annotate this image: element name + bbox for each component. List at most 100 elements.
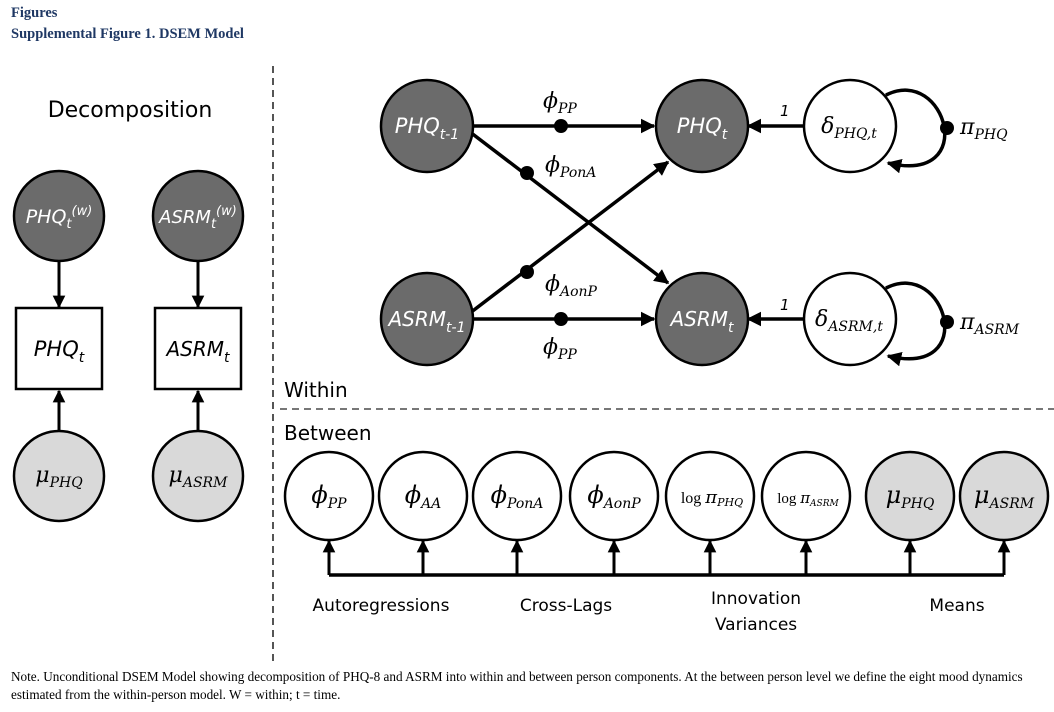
phi-pp-top-symbol: ϕ [543,89,558,114]
svg-text:μPHQ: μPHQ [35,463,83,491]
phq-t-label: PHQ [677,114,722,138]
between-sub: AonP [602,496,642,512]
delta-phq-node [802,78,898,174]
phq-within-sup: (w) [72,204,93,219]
between-log-prefix: log [777,491,800,507]
between-node [664,450,756,542]
phi-pona-symbol: ϕ [545,153,560,178]
phi-pp-top-sub: PP [557,101,577,117]
between-group-label: Variances [715,615,797,635]
svg-text:ASRMt(w): ASRMt(w) [158,204,237,232]
between-node-label: ϕAA [405,481,442,512]
asrm-lag-sub: t-1 [446,320,465,336]
phq-observed-box [14,306,104,391]
asrm-t-node [654,271,750,367]
svg-text:ϕPonA: ϕPonA [545,153,596,181]
phi-aonp-sub: AonP [558,284,598,300]
phi-pp-bottom-sub: PP [557,347,577,363]
svg-text:ASRMt: ASRMt [164,337,230,366]
phi-aonp-symbol: ϕ [545,272,560,297]
between-node-label: ϕPonA [491,481,544,512]
between-symbol: π [799,489,811,507]
between-node [283,450,375,542]
svg-text:PHQt(w): PHQt(w) [26,204,93,232]
between-node [864,450,956,542]
between-sub: PHQ [900,496,935,512]
between-node-label: μPHQ [886,481,935,512]
between-node-label: log πPHQ [681,487,743,509]
pi-asrm-sub: ASRM [972,322,1019,338]
between-node [760,450,852,542]
between-symbol: ϕ [311,481,327,509]
svg-text:δPHQ,t: δPHQ,t [821,114,877,142]
svg-text:ϕAonP: ϕAonP [545,272,598,300]
between-node-label: ϕPP [311,481,347,512]
between-group-label: Means [929,596,984,616]
svg-text:μASRM: μASRM [169,463,229,491]
delta-phq-symbol: δ [821,114,834,139]
between-node [958,450,1050,542]
asrm-observed-label: ASRM [164,337,224,361]
phq-within-sub: t [66,217,72,232]
between-connectors [322,539,1011,577]
svg-text:ASRMt: ASRMt [668,307,734,336]
asrm-within-sup: (w) [216,204,237,219]
loading-one-bottom: 1 [780,296,790,314]
svg-text:ASRMt-1: ASRMt-1 [387,307,466,336]
between-node-label: μASRM [974,481,1035,512]
between-symbol: π [704,487,718,508]
delta-asrm-symbol: δ [815,307,828,332]
param-dot-phi-aonp [520,265,534,279]
asrm-t-label: ASRM [668,307,728,331]
phq-observed-sub: t [79,350,85,366]
between-node-label: log πASRM [777,489,839,509]
between-node-label: ϕAonP [587,481,641,512]
phq-lag-sub: t-1 [440,127,459,143]
between-symbol: μ [974,481,990,509]
asrm-observed-box [153,306,243,391]
pi-asrm-symbol: π [959,310,975,335]
figure-title: Supplemental Figure 1. DSEM Model [11,26,244,42]
asrm-within-sub: t [211,217,217,232]
mu-phq-decomp-sub: PHQ [49,475,84,491]
figure-note: Note. Unconditional DSEM Model showing d… [11,669,1023,702]
phq-observed-label: PHQ [34,337,79,361]
between-symbol: ϕ [405,481,421,509]
svg-text:PHQt: PHQt [34,337,85,366]
mu-asrm-decomp-node [151,429,245,523]
between-symbol: μ [886,481,902,509]
delta-phq-sub: PHQ,t [833,126,877,142]
asrm-lag-node [379,271,475,367]
between-node [471,450,563,542]
asrm-within-node [151,169,245,263]
asrm-lag-label: ASRM [387,307,447,331]
mu-phq-decomp-symbol: μ [35,463,49,488]
path-phq-on-asrm [468,130,670,285]
between-log-prefix: log [681,490,705,507]
between-sub: PP [327,496,347,512]
svg-text:πASRM: πASRM [959,310,1020,338]
phq-lag-node [379,78,475,174]
pi-phq-sub: PHQ [973,127,1008,143]
svg-text:PHQt-1: PHQt-1 [395,114,459,143]
between-sub: PonA [506,496,543,512]
between-symbol: ϕ [491,481,507,509]
decomposition-title: Decomposition [48,98,213,123]
between-sub: PHQ [716,496,743,509]
param-dot-phi-pp-top [554,119,568,133]
param-dot-phi-pp-bottom [554,312,568,326]
within-label: Within [284,378,348,402]
param-dot-pi-asrm [940,315,954,329]
phq-within-node [12,169,106,263]
param-dot-pi-phq [940,121,954,135]
svg-text:PHQt: PHQt [677,114,728,143]
param-dot-phi-pona [520,166,534,180]
pi-phq-symbol: π [959,115,975,140]
figures-heading: Figures [11,5,58,21]
between-label: Between [284,421,372,445]
between-group-label: Cross-Lags [520,596,612,616]
between-group-label: Autoregressions [313,596,450,616]
between-sub: AA [419,496,441,512]
mu-asrm-decomp-symbol: μ [169,463,183,488]
